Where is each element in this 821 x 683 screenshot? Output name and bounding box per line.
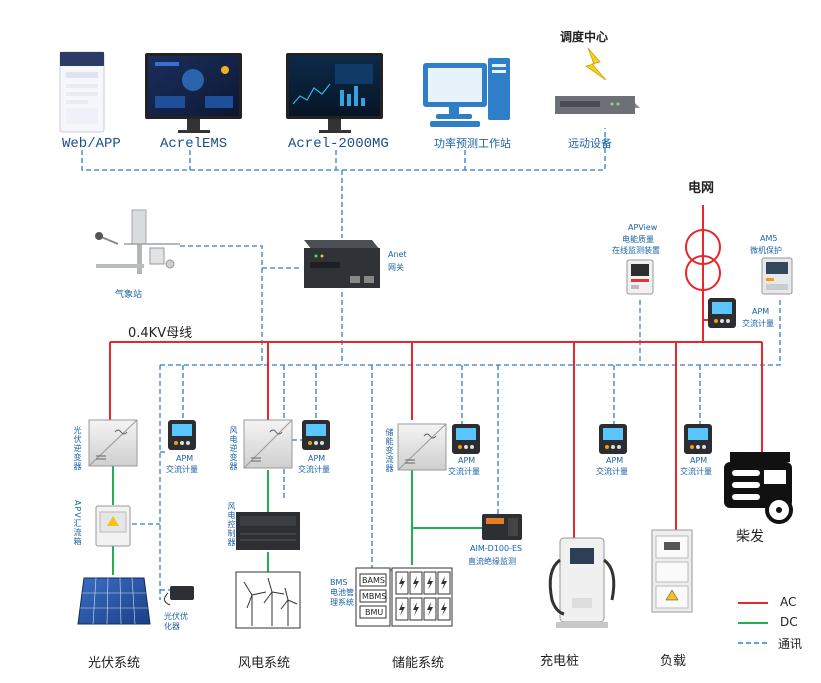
apm-meter-pv bbox=[168, 420, 196, 450]
pv-panel bbox=[77, 577, 151, 625]
pv-inverter bbox=[88, 419, 138, 467]
storage-system-label: 储能系统 bbox=[392, 656, 445, 671]
web-app-label: Web/APP bbox=[62, 136, 121, 152]
pv-combiner-box bbox=[95, 505, 131, 547]
forecast-station-label: 功率预测工作站 bbox=[434, 137, 511, 150]
legend-comm-label: 通讯 bbox=[778, 637, 803, 651]
apm-meter-load bbox=[684, 424, 712, 454]
storage-meter-model: APM bbox=[458, 456, 476, 465]
wind-meter-model: APM bbox=[308, 454, 326, 463]
wind-meter-label: 交流计量 bbox=[298, 465, 330, 474]
pv-optimizer-label: 光伏优化器 bbox=[164, 612, 188, 631]
wind-turbines bbox=[235, 571, 301, 629]
bmu-label: BMU bbox=[365, 608, 384, 617]
wind-system-label: 风电系统 bbox=[238, 656, 291, 671]
apm-meter-wind bbox=[302, 420, 330, 450]
pv-optimizer bbox=[164, 586, 194, 606]
gateway-label: 网关 bbox=[388, 263, 404, 272]
dc-lines bbox=[112, 465, 500, 575]
apview-title: 电能质量 bbox=[622, 235, 654, 244]
acrel-mg-label: Acrel-2000MG bbox=[288, 136, 389, 152]
bus-label: 0.4KV母线 bbox=[128, 326, 193, 341]
charger-meter-label: 交流计量 bbox=[596, 467, 628, 476]
pv-meter-label: 交流计量 bbox=[166, 465, 198, 474]
wind-inverter bbox=[243, 419, 293, 469]
legend-lines bbox=[738, 602, 768, 644]
telecontrol-device bbox=[555, 96, 640, 114]
bams-label: BAMS bbox=[362, 576, 385, 585]
storage-converter-label: 储能变流器 bbox=[385, 428, 394, 473]
diesel-generator-icon bbox=[724, 452, 793, 524]
am5-device bbox=[761, 257, 793, 295]
web-app-screen bbox=[59, 51, 105, 133]
weather-station-label: 气象站 bbox=[115, 290, 143, 300]
pv-inverter-label: 光伏逆变器 bbox=[73, 426, 82, 471]
apm-meter-storage bbox=[452, 424, 480, 454]
apview-device bbox=[626, 259, 654, 295]
wind-inverter-label: 风电逆变器 bbox=[229, 426, 238, 471]
aim-desc-label: 直流绝缘监测 bbox=[468, 557, 516, 566]
apm-main-model: APM bbox=[752, 307, 770, 316]
apview-model: APView bbox=[628, 223, 658, 232]
comm-lines bbox=[81, 128, 781, 600]
mbms-label: MBMS bbox=[362, 592, 387, 601]
load-meter-label: 交流计量 bbox=[680, 467, 712, 476]
telecontrol-label: 远动设备 bbox=[568, 137, 612, 150]
aim-device bbox=[482, 514, 522, 540]
grid-label: 电网 bbox=[688, 181, 715, 196]
anet-gateway bbox=[304, 240, 380, 288]
pv-combiner-label: APV汇流箱 bbox=[73, 500, 82, 546]
bms-label: BMS电池管理系统 bbox=[330, 578, 354, 607]
load-meter-model: APM bbox=[690, 456, 708, 465]
battery-racks bbox=[355, 567, 453, 627]
diesel-label: 柴发 bbox=[736, 529, 764, 545]
charger-system-label: 充电桩 bbox=[540, 654, 580, 669]
storage-converter bbox=[397, 423, 447, 471]
ac-lines bbox=[109, 205, 763, 540]
load-system-label: 负载 bbox=[660, 654, 687, 669]
load-cabinet bbox=[651, 529, 693, 613]
dispatch-center-label: 调度中心 bbox=[560, 30, 609, 44]
gateway-model: Anet bbox=[388, 250, 407, 259]
charging-pile bbox=[548, 537, 616, 628]
aim-model-label: AIM-D100-ES bbox=[470, 544, 523, 553]
charger-meter-model: APM bbox=[606, 456, 624, 465]
legend-ac-label: AC bbox=[780, 595, 797, 609]
legend-dc-label: DC bbox=[780, 615, 798, 629]
lightning-icon bbox=[585, 47, 607, 81]
acrel-ems-monitor bbox=[145, 53, 242, 133]
am5-model: AM5 bbox=[760, 234, 778, 243]
apm-main-label: 交流计量 bbox=[742, 319, 774, 328]
weather-station bbox=[95, 209, 180, 274]
acrel-mg-monitor bbox=[286, 53, 383, 133]
apm-meter-charger bbox=[599, 424, 627, 454]
apm-meter-main bbox=[708, 298, 736, 328]
wind-controller bbox=[236, 512, 300, 550]
workstation-icon bbox=[423, 58, 510, 127]
transformer-icon bbox=[685, 229, 721, 291]
wind-controller-label: 风电控制器 bbox=[227, 502, 236, 547]
storage-meter-label: 交流计量 bbox=[448, 467, 480, 476]
am5-label: 微机保护 bbox=[750, 246, 782, 255]
pv-meter-model: APM bbox=[176, 454, 194, 463]
pv-system-label: 光伏系统 bbox=[88, 656, 141, 671]
apview-desc: 在线监测装置 bbox=[612, 246, 660, 255]
acrel-ems-label: AcrelEMS bbox=[160, 136, 228, 152]
